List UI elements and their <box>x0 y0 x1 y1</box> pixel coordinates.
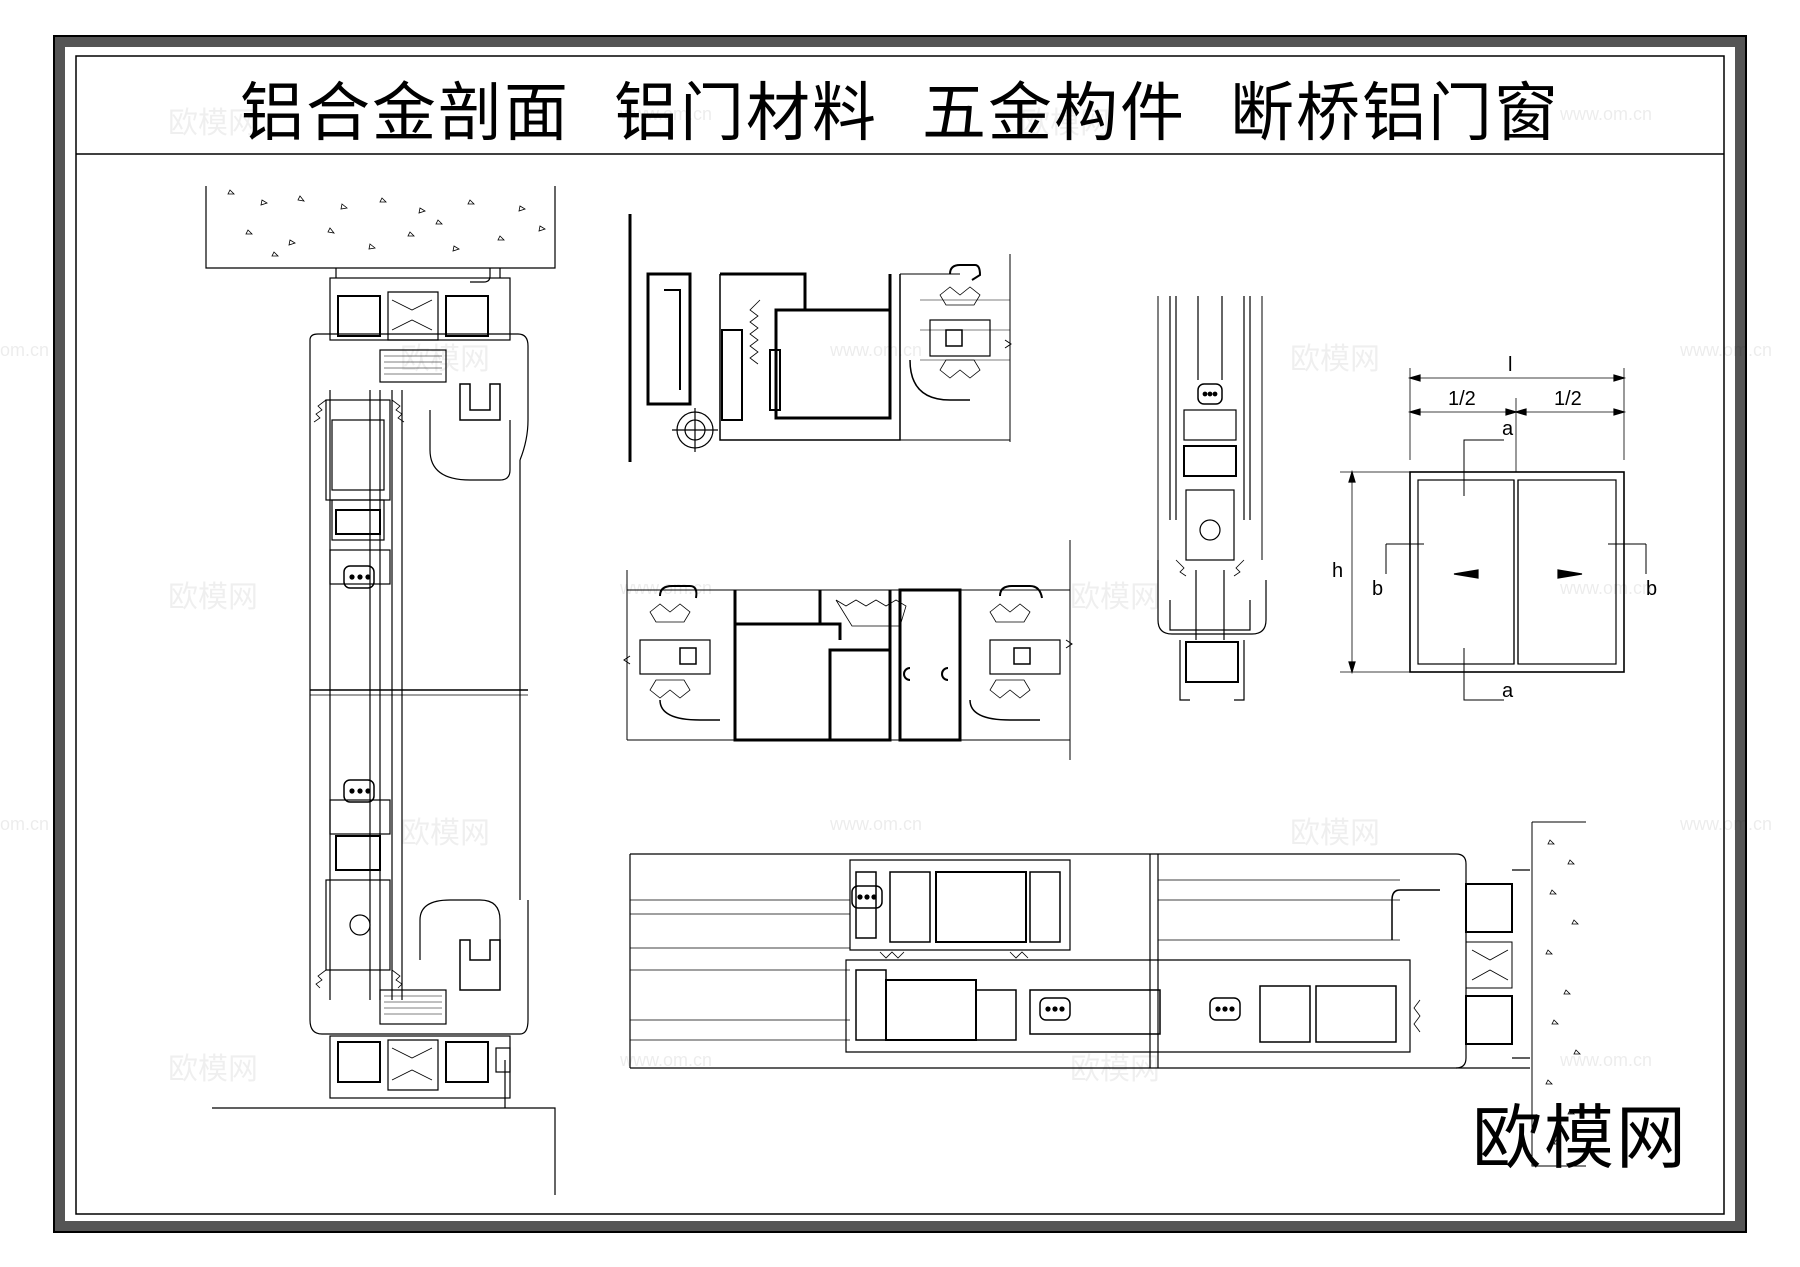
dimension-width-label: l <box>1508 354 1513 376</box>
top-concrete-slab <box>205 186 556 283</box>
bottom-floor-slab <box>212 1060 556 1195</box>
section-a-bottom-label: a <box>1502 680 1514 702</box>
section-b-right-label: b <box>1646 578 1658 600</box>
drawing-title: 铝合金剖面 铝门材料 五金构件 断桥铝门窗 <box>76 62 1724 154</box>
outer-sash <box>849 859 1071 951</box>
section-b-left-label: b <box>1372 578 1384 600</box>
dimension-height-label: h <box>1332 560 1344 582</box>
lower-sash <box>315 779 403 989</box>
title-part-material: 铝门材料 <box>614 77 878 151</box>
title-part-thermal-break: 断桥铝门窗 <box>1230 77 1560 151</box>
sill-frame <box>309 900 529 1099</box>
right-wall-concrete <box>1531 821 1586 1167</box>
title-part-profile: 铝合金剖面 <box>240 77 570 151</box>
dimension-half-right-label: 1/2 <box>1554 388 1582 410</box>
right-jamb-frame <box>1391 853 1530 1069</box>
inner-sash <box>845 951 1411 1053</box>
title-part-hardware: 五金构件 <box>922 77 1186 151</box>
section-a-top-label: a <box>1502 418 1514 440</box>
head-frame <box>309 268 529 1000</box>
brand-logo-text: 欧模网 <box>1472 1097 1688 1179</box>
dimension-half-left-label: 1/2 <box>1448 388 1476 410</box>
upper-sash <box>313 399 405 589</box>
